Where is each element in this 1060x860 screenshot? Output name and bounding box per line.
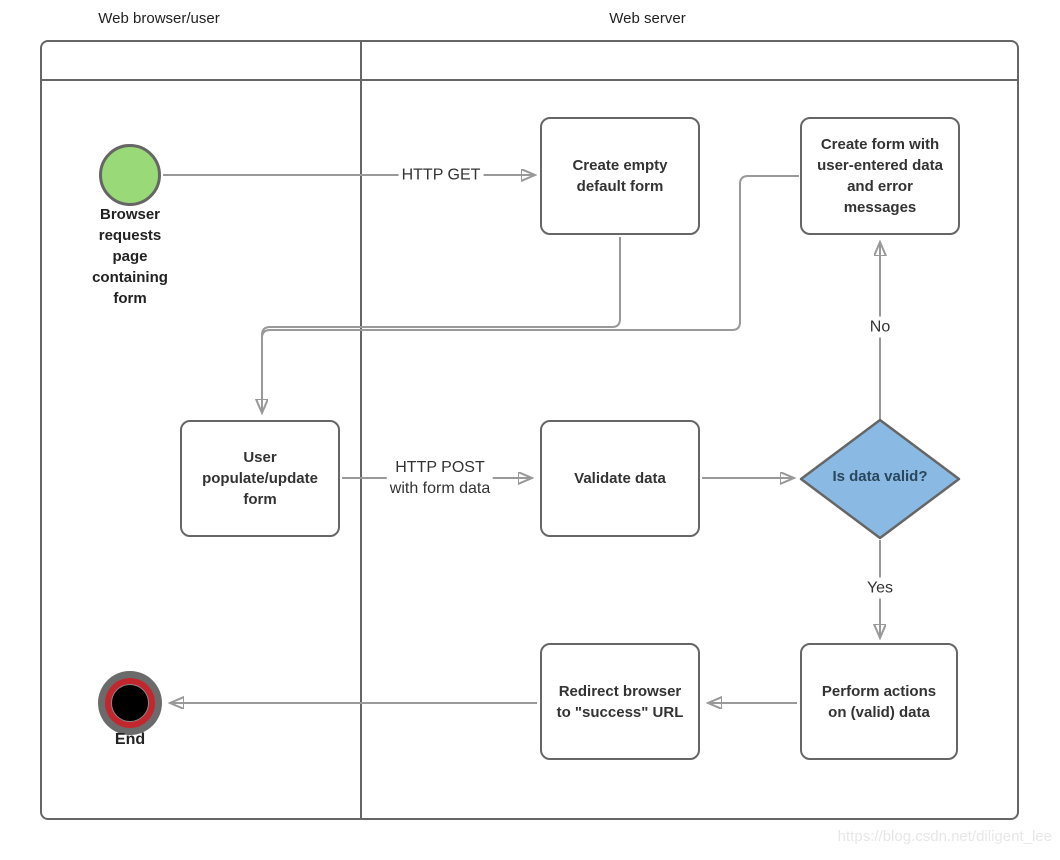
task-user-populate-form: User populate/update form <box>180 420 340 537</box>
edge-error-form-to-user-form <box>261 175 799 400</box>
end-node-core <box>111 684 149 722</box>
task-perform-actions: Perform actions on (valid) data <box>800 643 958 760</box>
decision-label: Is data valid? <box>832 468 928 485</box>
task-create-form-with-errors: Create form with user-entered data and e… <box>800 117 960 235</box>
edge-label-http-post: HTTP POST with form data <box>386 457 494 499</box>
decision-diamond <box>799 418 961 540</box>
lane-title-server: Web server <box>609 10 686 27</box>
task-redirect-browser: Redirect browser to "success" URL <box>540 643 700 760</box>
start-node <box>99 144 161 206</box>
watermark-url: https://blog.csdn.net/diligent_lee <box>837 828 1052 845</box>
edge-label-no: No <box>866 316 894 338</box>
end-node-label: End <box>114 731 146 748</box>
edge-label-http-post-line1: HTTP POST <box>395 459 485 476</box>
start-node-label: Browser requests page containing form <box>92 206 168 307</box>
edge-empty-form-to-user-form <box>262 237 621 412</box>
swimlane-frame <box>40 40 1019 820</box>
end-node-ring <box>105 678 155 728</box>
task-create-empty-form: Create empty default form <box>540 117 700 235</box>
lane-title-browser: Web browser/user <box>98 10 220 27</box>
lane-vertical-divider <box>360 42 362 818</box>
edge-label-http-post-line2: with form data <box>389 480 491 497</box>
edge-label-yes: Yes <box>863 577 897 599</box>
edge-label-http-get: HTTP GET <box>398 164 484 186</box>
end-node <box>98 671 162 735</box>
lane-header-divider <box>42 79 1017 81</box>
task-validate-data: Validate data <box>540 420 700 537</box>
